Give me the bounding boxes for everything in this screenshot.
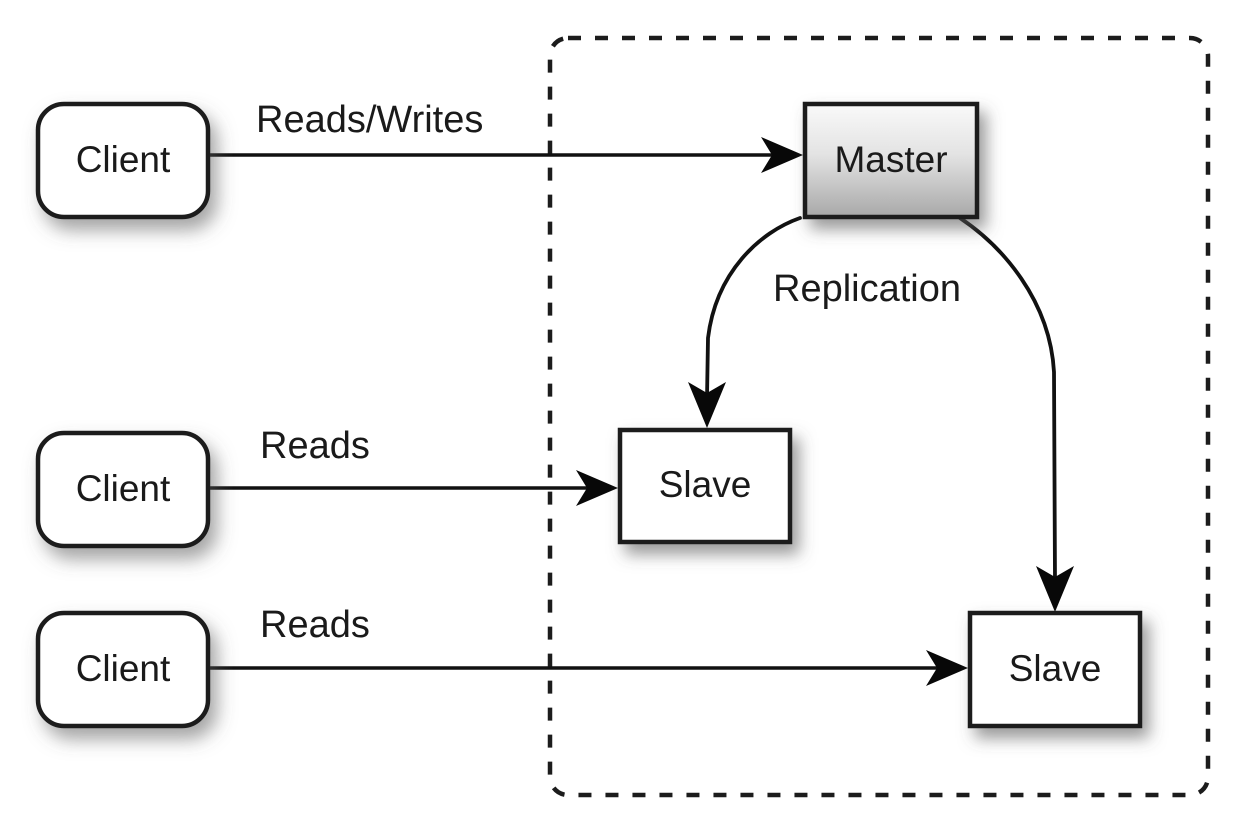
edge-client-2-to-slave-1 bbox=[208, 470, 618, 506]
node-client-2[interactable]: Client bbox=[35, 430, 211, 549]
edge-label-reads-middle: Reads bbox=[260, 425, 370, 467]
client-box[interactable] bbox=[35, 610, 211, 729]
node-label: Client bbox=[76, 468, 171, 509]
replication-cluster-boundary bbox=[547, 35, 1211, 798]
master-box[interactable] bbox=[802, 101, 980, 220]
edge-master-to-slave-1 bbox=[688, 216, 802, 428]
arrow-head-icon bbox=[576, 470, 618, 506]
edge-curve bbox=[705, 216, 802, 400]
edge-label-reads-writes: Reads/Writes bbox=[256, 99, 483, 141]
arrow-head-icon bbox=[688, 382, 726, 428]
node-client-3[interactable]: Client bbox=[35, 610, 211, 729]
node-label: Slave bbox=[1009, 648, 1102, 689]
edge-client-3-to-slave-2 bbox=[208, 650, 968, 686]
node-label: Slave bbox=[659, 464, 752, 505]
edge-client-1-to-master bbox=[208, 137, 803, 173]
arrow-head-icon bbox=[926, 650, 968, 686]
arrow-head-icon bbox=[761, 137, 803, 173]
node-slave-2[interactable]: Slave bbox=[967, 610, 1143, 729]
node-label: Master bbox=[834, 139, 947, 180]
slave-box[interactable] bbox=[967, 610, 1143, 729]
slave-box[interactable] bbox=[617, 427, 793, 545]
edge-label-replication: Replication bbox=[773, 268, 961, 310]
edge-curve bbox=[958, 216, 1057, 584]
arrow-head-icon bbox=[1036, 566, 1074, 612]
edge-label-reads-bottom: Reads bbox=[260, 604, 370, 646]
node-master[interactable]: Master bbox=[802, 101, 980, 220]
node-label: Client bbox=[76, 139, 171, 180]
node-slave-1[interactable]: Slave bbox=[617, 427, 793, 545]
node-label: Client bbox=[76, 648, 171, 689]
node-client-1[interactable]: Client bbox=[35, 101, 211, 220]
edge-master-to-slave-2 bbox=[958, 216, 1074, 612]
client-box[interactable] bbox=[35, 101, 211, 220]
client-box[interactable] bbox=[35, 430, 211, 549]
